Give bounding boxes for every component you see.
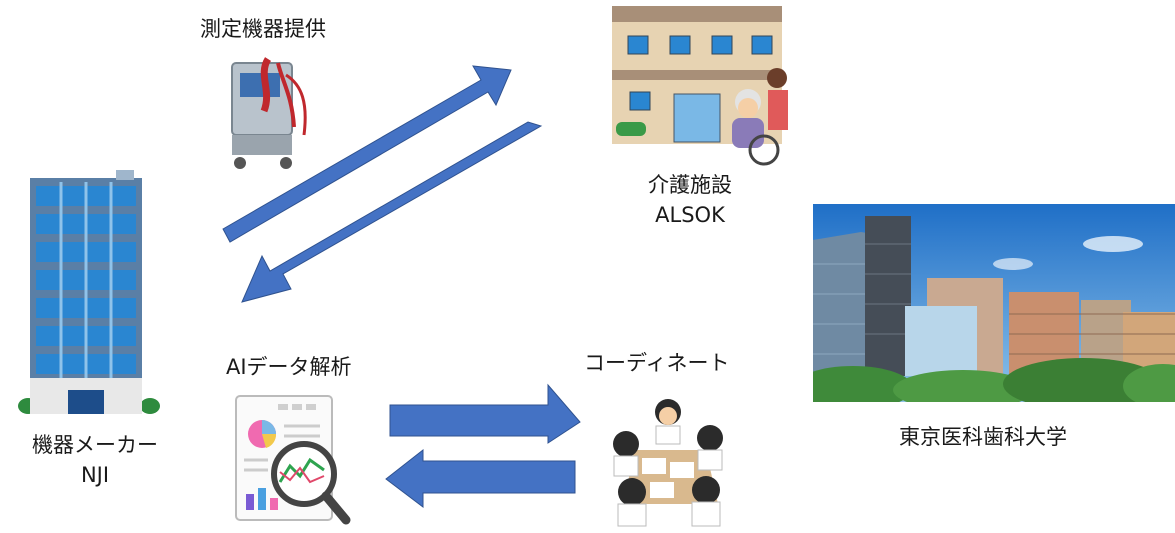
- care-facility-operator: ALSOK: [655, 203, 725, 227]
- office-building-icon: [18, 170, 160, 414]
- coordinate-label: コーディネート: [584, 351, 730, 375]
- care-facility-wheelchair-icon: [612, 6, 788, 166]
- manufacturer-company: NJI: [80, 463, 110, 487]
- manufacturer-name: 機器メーカー: [32, 433, 158, 457]
- equipment-provision-label: 測定機器提供: [200, 17, 326, 41]
- manufacturer-label: 機器メーカー NJI: [10, 430, 180, 490]
- arrow-to-manufacturer: [241, 121, 543, 303]
- care-facility-name: 介護施設: [648, 173, 732, 197]
- arrow-to-facility: [222, 65, 512, 243]
- care-facility-label: 介護施設 ALSOK: [630, 170, 750, 230]
- ai-analysis-label: AIデータ解析: [226, 355, 352, 379]
- university-label: 東京医科歯科大学: [899, 425, 1067, 449]
- coordination-meeting-icon: [613, 399, 723, 527]
- university-campus-photo: [813, 204, 1175, 402]
- data-analysis-magnifier-icon: [235, 395, 351, 525]
- arrow-to-coordinate: [389, 383, 581, 444]
- measurement-device-icon: [231, 57, 307, 169]
- arrow-to-analysis: [385, 448, 576, 509]
